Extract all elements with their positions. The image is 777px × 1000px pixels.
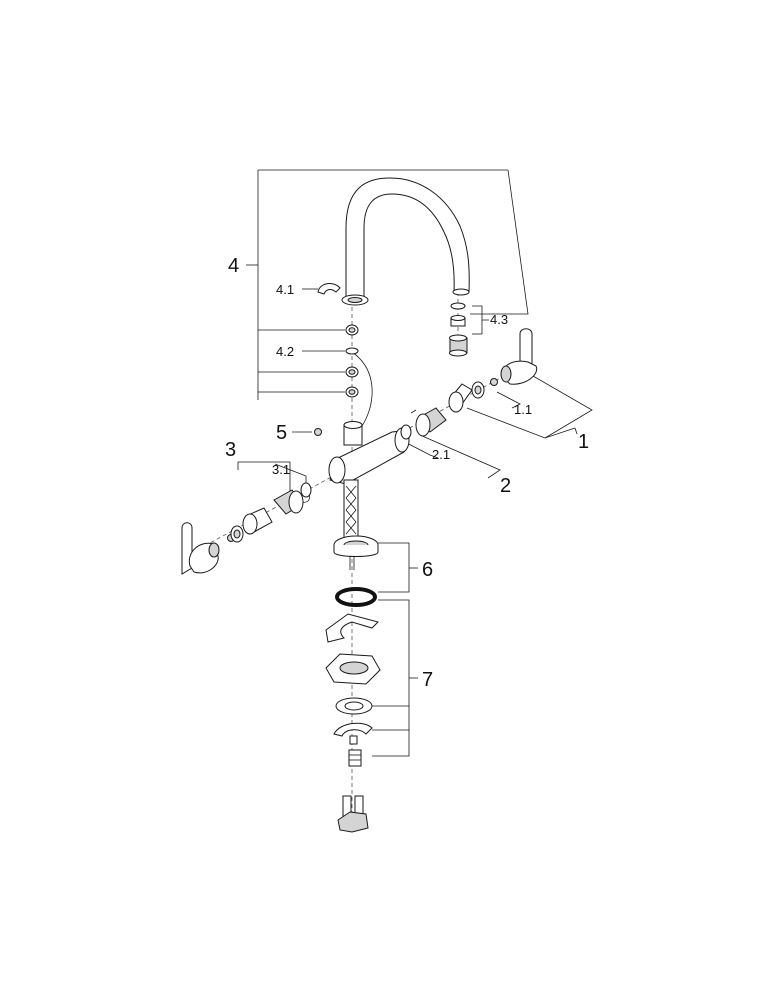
grub-screw [314,428,322,436]
right-lever-handle [500,328,538,385]
horseshoe-washer [325,613,379,643]
callout-labels: 1 1.1 2 2.1 3 3.1 4 4.1 4.2 4.3 5 6 7 [225,255,589,691]
spout-seals [345,324,359,398]
threaded-nut [348,749,362,767]
label-7: 7 [422,669,433,691]
left-cartridge [273,482,312,515]
label-4-3: 4.3 [490,312,508,327]
label-4: 4 [228,255,239,277]
fixing-clip [333,722,373,745]
fixing-washer [335,697,373,715]
right-small-parts [448,378,498,413]
spout-clip [317,283,341,295]
hose-connectors [337,795,369,833]
right-cartridge [400,407,447,440]
label-1-1: 1.1 [514,402,532,417]
label-2-1: 2.1 [432,447,450,462]
label-4-2: 4.2 [276,344,294,359]
label-5: 5 [276,422,287,444]
aerator [449,302,468,357]
mixer-body [328,421,411,570]
label-6: 6 [422,559,433,581]
left-small-parts [227,507,273,543]
base-plate [325,653,381,685]
leader-lines [185,169,593,828]
label-3: 3 [225,439,236,461]
spout [341,177,470,306]
label-3-1: 3.1 [272,462,290,477]
base-o-ring [335,587,377,607]
label-2: 2 [500,475,511,497]
label-1: 1 [578,431,589,453]
base-flange [333,535,379,557]
label-4-1: 4.1 [276,282,294,297]
left-lever-handle [181,522,220,575]
